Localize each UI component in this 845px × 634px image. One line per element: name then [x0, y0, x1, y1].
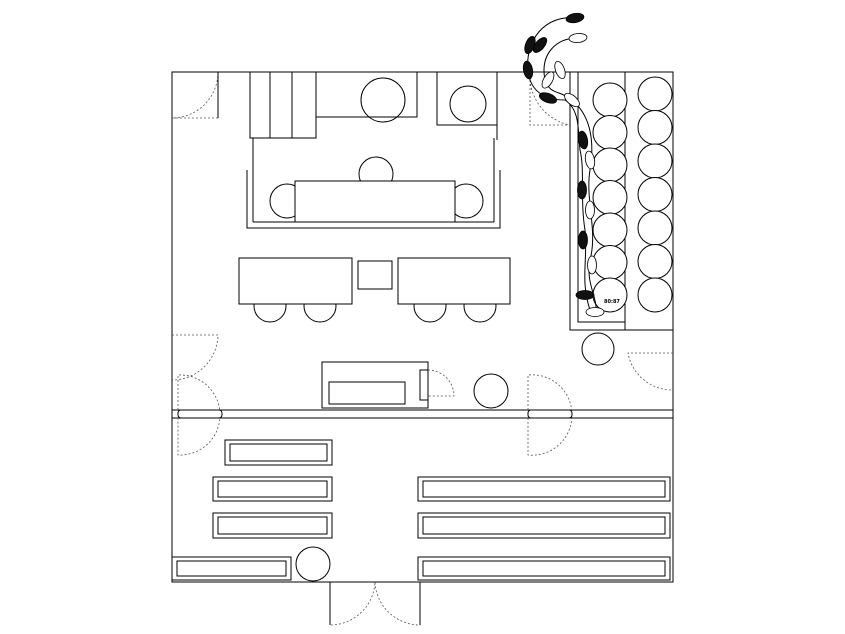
locker-circle: [592, 180, 628, 215]
entrance-double-door: [329, 581, 421, 626]
footprint-icon: [541, 71, 555, 89]
reception-desk: [321, 361, 455, 409]
footprint-icon: [577, 130, 589, 150]
meeting-table-area: [246, 138, 501, 229]
footprint-icon: [577, 180, 587, 200]
side-table: [357, 260, 393, 290]
footprint-icon: [522, 60, 534, 80]
footprint-icon: [587, 255, 597, 275]
locker-circle: [637, 210, 673, 246]
footprint-icon: [532, 37, 548, 53]
locker-circle: [592, 115, 628, 150]
footprint-icon: [565, 12, 585, 24]
footprint-icon: [539, 92, 557, 104]
desk-left: [238, 257, 353, 323]
locker-circle: [637, 244, 673, 279]
outer-wall: [171, 71, 674, 583]
footprint-icon: [584, 150, 596, 170]
locker-shelving: [569, 71, 674, 331]
footprint-path: 80:87: [522, 12, 620, 317]
cabinet-with-chair: [315, 71, 418, 123]
footprint-icon: [578, 230, 588, 250]
footprint-icon: [564, 92, 580, 108]
footprint-icon: [575, 290, 595, 300]
door-corridor-left: [177, 374, 223, 456]
door-top-left: [171, 71, 219, 119]
door-right-mid: [627, 352, 674, 391]
round-stool: [473, 373, 509, 409]
locker-circle: [592, 147, 628, 183]
round-stool: [295, 546, 331, 582]
footprint-icon: [524, 36, 536, 54]
locker-circle: [637, 143, 673, 179]
door-corridor-right: [527, 374, 573, 456]
side-desk: [436, 71, 498, 140]
locker-circle: [592, 277, 628, 313]
footprint-note: 80:87: [604, 299, 620, 305]
locker-circle: [637, 110, 673, 145]
footprint-icon: [585, 200, 595, 220]
desk-right: [397, 257, 511, 323]
locker-circle: [637, 277, 673, 313]
locker-circle: [592, 245, 628, 280]
locker-circle: [592, 82, 628, 118]
locker-circle: [637, 177, 673, 212]
locker-circle: [592, 212, 628, 248]
benches: [171, 439, 671, 581]
round-stool: [581, 332, 615, 366]
footprint-icon: [554, 61, 566, 79]
locker-circle: [637, 76, 673, 112]
sofa: [249, 71, 317, 139]
footprint-icon: [568, 33, 588, 43]
door-left-mid: [171, 334, 219, 381]
footprint-icon: [585, 307, 605, 317]
